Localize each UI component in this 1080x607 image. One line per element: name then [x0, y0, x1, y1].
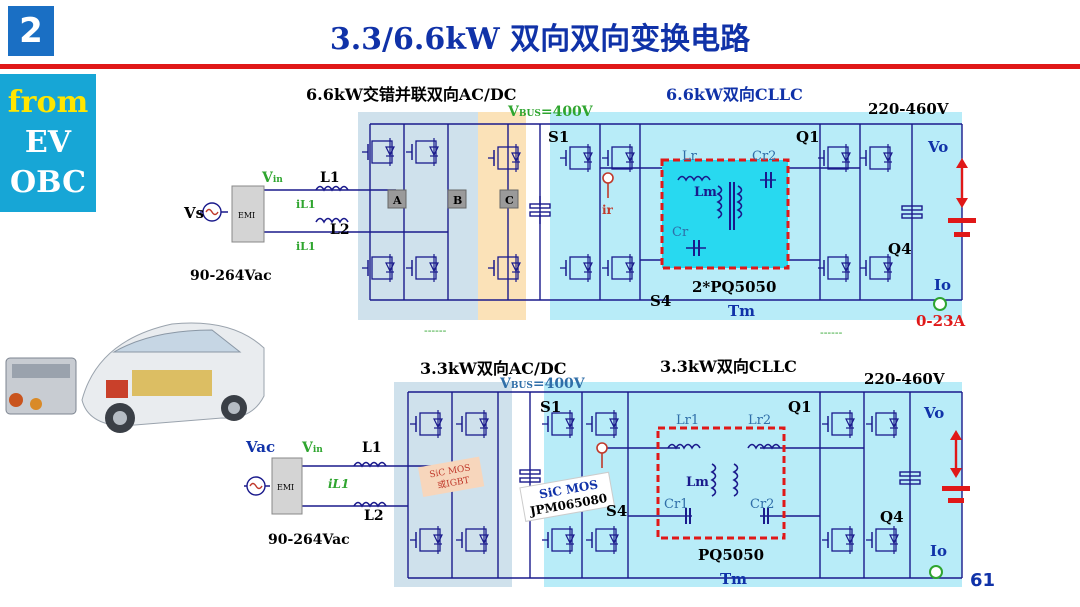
top-vs-label: Vs	[183, 204, 204, 222]
page-title: 3.3/6.6kW 双向双向变换电路	[329, 22, 751, 57]
top-il1b-label: iL1	[296, 240, 316, 253]
bottom-vac-label: Vac	[245, 438, 275, 456]
node-b-label: B	[453, 194, 462, 207]
side-tag: from EV OBC	[0, 74, 96, 212]
output-capacitor-icon	[901, 205, 923, 211]
bottom-cr2-label: Cr2	[750, 497, 774, 512]
top-q1-label: Q1	[796, 128, 820, 146]
emi-filter-top	[231, 185, 265, 243]
bottom-emi-label: EMI	[277, 483, 294, 492]
top-emi-label: EMI	[238, 211, 255, 220]
side-tag-from: from	[7, 85, 89, 120]
output-capacitor-icon	[899, 471, 921, 477]
node-c-label: C	[505, 194, 514, 207]
bottom-cllc-label: 3.3kW双向CLLC	[660, 357, 797, 376]
bottom-vout-range: 220-460V	[864, 370, 945, 388]
bottom-acdc-label: 3.3kW双向AC/DC	[420, 359, 567, 378]
bottom-vbus-label: VBUS=400V	[499, 376, 586, 392]
title-underline	[0, 64, 1080, 69]
top-lm-label: Lm	[694, 185, 717, 200]
top-l1-label: L1	[320, 170, 340, 186]
bottom-vin-label: Vin	[301, 440, 323, 456]
top-l2-label: L2	[330, 222, 350, 238]
top-cllc-label: 6.6kW双向CLLC	[666, 85, 803, 104]
bottom-cr1-label: Cr1	[664, 497, 688, 512]
top-q4-label: Q4	[888, 240, 912, 258]
bottom-lr1-label: Lr1	[676, 413, 699, 428]
top-ir-label: ir	[602, 203, 614, 217]
top-cr2-label: Cr2	[752, 149, 776, 164]
bottom-core-label: PQ5050	[698, 546, 764, 564]
top-lr-label: Lr	[682, 149, 698, 164]
top-vo-label: Vo	[927, 138, 948, 156]
bottom-vo-label: Vo	[923, 404, 944, 422]
slide-number: 2	[19, 11, 43, 51]
bus-capacitor-icon	[529, 203, 551, 209]
top-vin-label: Vin	[261, 170, 283, 186]
c-leg-region-top	[478, 112, 526, 320]
top-vout-range: 220-460V	[868, 100, 949, 118]
bottom-q1-label: Q1	[788, 398, 812, 416]
top-cr-label: Cr	[672, 225, 689, 240]
transformer-block-bottom	[656, 426, 786, 540]
ev-car-illustration	[5, 322, 265, 433]
top-vac-range: 90-264Vac	[190, 268, 272, 284]
top-tm-label: Tm	[728, 302, 755, 320]
bottom-vac-range: 90-264Vac	[268, 532, 350, 548]
bottom-tm-label: Tm	[720, 570, 747, 588]
side-tag-obc: OBC	[10, 165, 86, 200]
bottom-il1-label: iL1	[328, 477, 349, 491]
bus-capacitor-icon	[519, 469, 541, 475]
sic-part-box	[519, 471, 616, 522]
bottom-lr2-label: Lr2	[748, 413, 771, 428]
bottom-q4-label: Q4	[880, 508, 904, 526]
slide-number-badge: 2	[8, 6, 54, 56]
top-acdc-label: 6.6kW交错并联双向AC/DC	[306, 85, 517, 104]
bottom-io-label: Io	[930, 542, 947, 560]
sic-note-box	[418, 456, 485, 497]
top-current-range: 0-23A	[916, 312, 966, 330]
acdc-region-top	[358, 112, 478, 320]
top-dots-right: ------	[820, 326, 843, 339]
ir-probe-icon	[602, 172, 614, 184]
battery-icon	[948, 218, 976, 223]
top-vbus-label: VBUS=400V	[507, 104, 594, 120]
battery-icon	[942, 486, 970, 491]
top-io-label: Io	[934, 276, 951, 294]
top-s1-label: S1	[548, 128, 569, 146]
ir-probe-icon	[596, 442, 608, 454]
bottom-s1-label: S1	[540, 398, 561, 416]
node-a-label: A	[392, 194, 402, 207]
bottom-s4-label: S4	[606, 502, 627, 520]
page-number: 61	[970, 570, 996, 591]
top-core-label: 2*PQ5050	[692, 278, 776, 296]
top-dots-left: ------	[424, 324, 447, 337]
bottom-lm-label: Lm	[686, 475, 709, 490]
bottom-l2-label: L2	[364, 508, 384, 524]
emi-filter-bottom	[271, 457, 303, 515]
top-s4-label: S4	[650, 292, 671, 310]
side-tag-ev: EV	[24, 125, 72, 160]
bottom-l1-label: L1	[362, 440, 382, 456]
top-il1a-label: iL1	[296, 198, 316, 211]
